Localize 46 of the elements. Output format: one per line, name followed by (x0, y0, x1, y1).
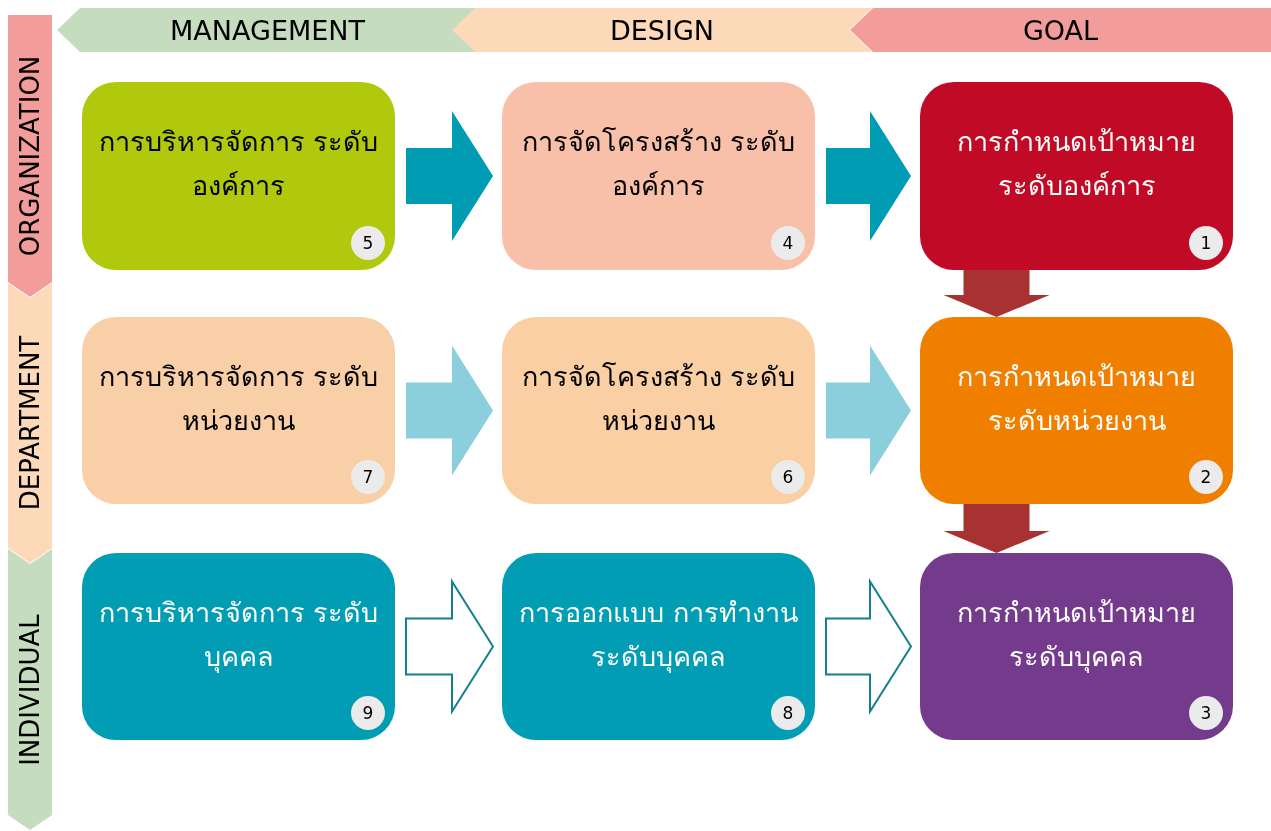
row-heading: DEPARTMENT (15, 335, 45, 511)
box-text: การกำหนดเป้าหมาย ระดับองค์การ (956, 125, 1197, 203)
block-arrow (826, 345, 911, 476)
process-box (502, 82, 815, 270)
block-arrow (825, 578, 913, 715)
block-arrow (826, 111, 911, 241)
column-heading: MANAGEMENT (169, 14, 366, 46)
column-heading: GOAL (1021, 14, 1100, 46)
box-text: การบริหารจัดการ ระดับบุคคล (97, 596, 380, 675)
box-text: การกำหนดเป้าหมาย ระดับบุคคล (956, 596, 1197, 675)
process-box (920, 82, 1233, 270)
box-text: การบริหารจัดการ ระดับหน่วยงาน (97, 360, 380, 438)
step-number: 3 (1189, 696, 1223, 730)
block-arrow (406, 111, 493, 241)
row-header-band (8, 283, 52, 563)
process-box (82, 317, 395, 504)
column-header-band (452, 8, 872, 52)
row-heading: INDIVIDUAL (15, 613, 45, 766)
step-number: 9 (351, 696, 385, 730)
block-arrow (406, 345, 493, 476)
process-box (502, 317, 815, 504)
block-arrow (943, 270, 1050, 317)
process-box (82, 82, 395, 270)
block-arrow (943, 504, 1050, 553)
box-text: การกำหนดเป้าหมาย ระดับหน่วยงาน (956, 360, 1197, 438)
process-box (920, 553, 1233, 740)
process-box (502, 553, 815, 740)
process-box (82, 553, 395, 740)
column-heading: DESIGN (608, 14, 716, 46)
row-header-band (8, 549, 52, 830)
box-text: การออกแบบ การทำงานระดับบุคคล (518, 596, 799, 675)
block-arrow (405, 578, 495, 715)
row-header-band (8, 15, 52, 297)
step-number: 4 (771, 226, 805, 260)
box-text: การจัดโครงสร้าง ระดับองค์การ (520, 125, 797, 203)
step-number: 7 (351, 460, 385, 494)
box-text: การจัดโครงสร้าง ระดับหน่วยงาน (520, 360, 797, 438)
row-heading: ORGANIZATION (15, 55, 45, 257)
step-number: 5 (351, 226, 385, 260)
step-number: 8 (771, 696, 805, 730)
step-number: 6 (771, 460, 805, 494)
step-number: 2 (1189, 460, 1223, 494)
box-text: การบริหารจัดการ ระดับองค์การ (97, 125, 380, 203)
column-header-band (850, 8, 1271, 52)
process-box (920, 317, 1233, 504)
step-number: 1 (1189, 226, 1223, 260)
